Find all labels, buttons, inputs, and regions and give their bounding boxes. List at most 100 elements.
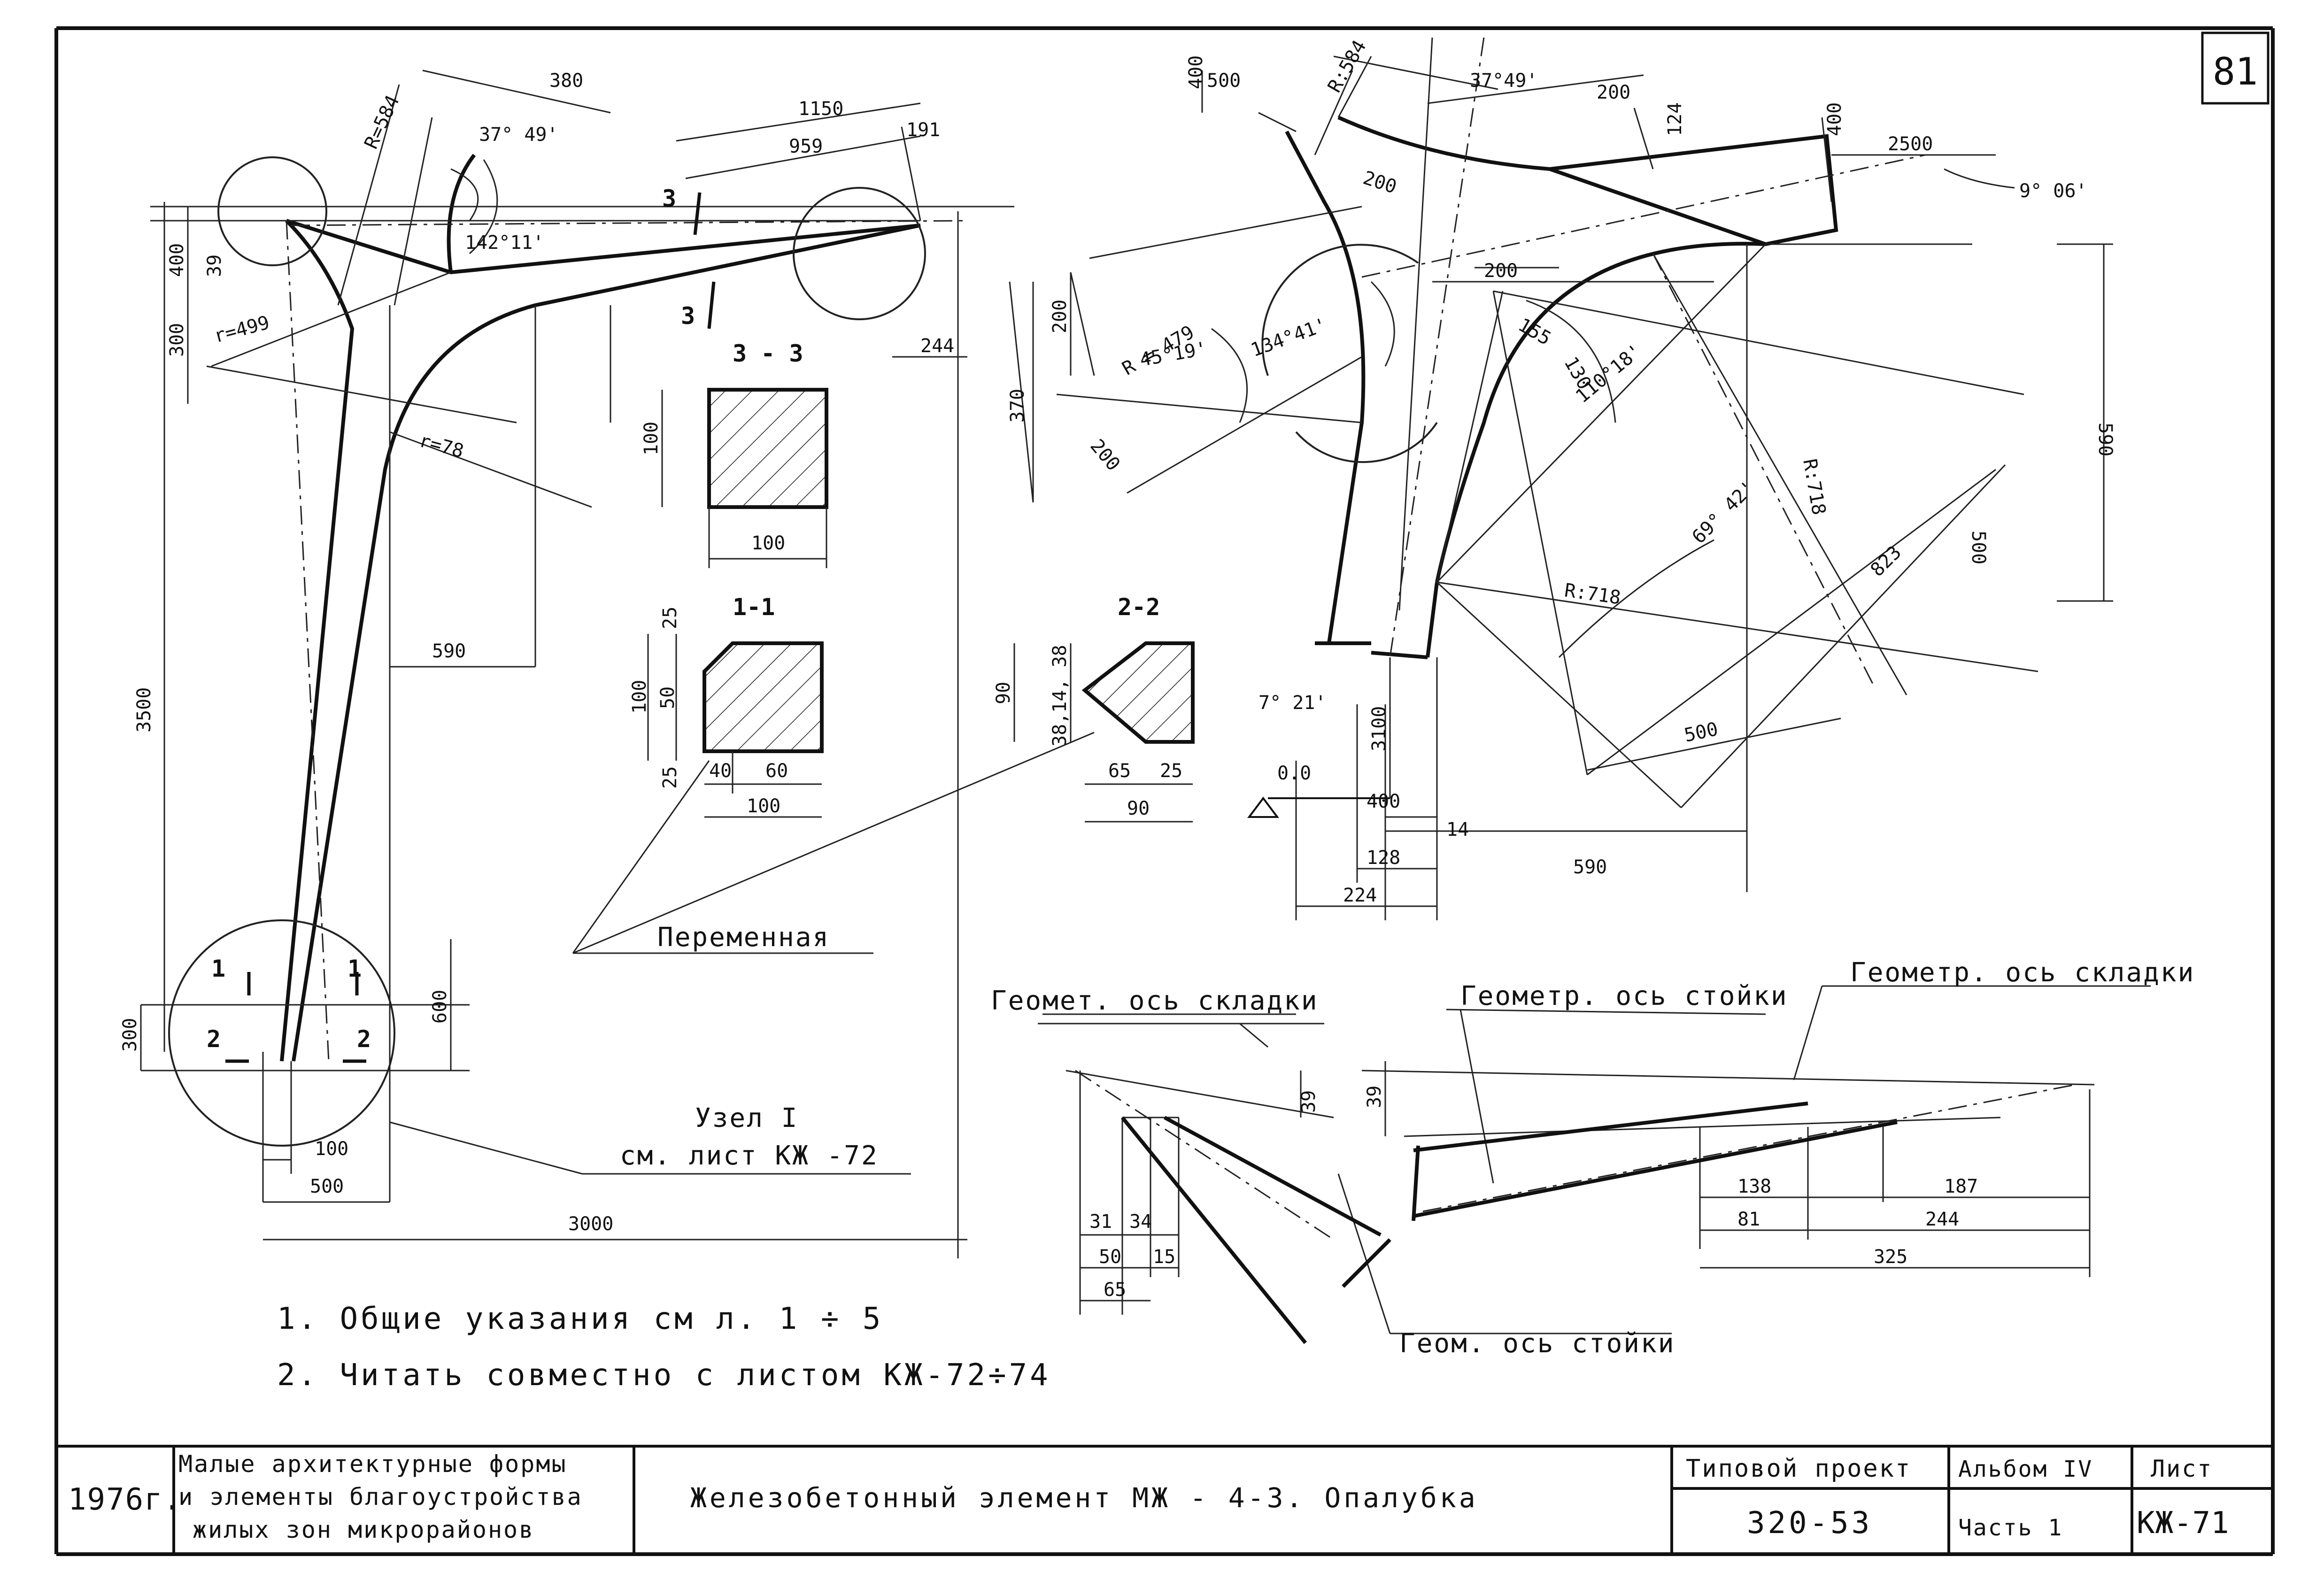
dim-100-left: 100 bbox=[315, 1138, 348, 1160]
dim-224: 224 bbox=[1343, 885, 1377, 906]
dim-590-right-v: 590 bbox=[2094, 423, 2116, 456]
detail-b-dim-81: 81 bbox=[1737, 1209, 1760, 1230]
detail-b-dim-244: 244 bbox=[1925, 1209, 1959, 1230]
title-year: 1976г. bbox=[68, 1482, 182, 1517]
section-1-1-dim-50: 50 bbox=[657, 686, 679, 709]
detail-a-dim-34: 34 bbox=[1129, 1211, 1152, 1233]
dim-400-right-c: 400 bbox=[1367, 791, 1400, 812]
sheet-frame bbox=[54, 26, 2275, 1556]
title-block: 1976г. Малые архитектурные формы и элеме… bbox=[56, 1445, 2273, 1554]
section-3-3-title: 3 - 3 bbox=[733, 340, 803, 367]
section-1-1-dim-40: 40 bbox=[709, 760, 732, 782]
right-dimension-lines bbox=[1032, 55, 2113, 907]
detail-a-dim-50: 50 bbox=[1099, 1246, 1121, 1268]
section-2-2-dims bbox=[1013, 643, 1193, 823]
detail-a-outline bbox=[1120, 1116, 1391, 1344]
detail-a-dim-39: 39 bbox=[1298, 1090, 1320, 1113]
right-outline bbox=[1285, 116, 1838, 659]
cut-mark-3a: 3 bbox=[662, 185, 676, 212]
part-label: Часть 1 bbox=[1958, 1515, 2063, 1541]
angle-69-42: 69° 42' bbox=[1688, 477, 1760, 548]
dim-200-a: 200 bbox=[1360, 167, 1399, 198]
dim-1150: 1150 bbox=[798, 98, 843, 120]
variable-label: Переменная bbox=[657, 922, 830, 953]
dim-124: 124 bbox=[1664, 102, 1686, 136]
title-series-2: и элементы благоустройства bbox=[178, 1483, 583, 1511]
angle-37-49-right: 37°49' bbox=[1470, 70, 1538, 92]
angle-9-06: 9° 06' bbox=[2019, 180, 2087, 202]
radius-718-a: R:718 bbox=[1799, 457, 1830, 517]
note-1: 1. Общие указания см л. 1 ÷ 5 bbox=[277, 1302, 883, 1336]
dim-128: 128 bbox=[1367, 847, 1400, 869]
radius-584-right: R:584 bbox=[1324, 37, 1371, 96]
project-number: 320-53 bbox=[1747, 1506, 1872, 1541]
cut-mark-1b: 1 bbox=[347, 955, 362, 982]
dim-3500: 3500 bbox=[133, 687, 155, 732]
dim-590-left: 590 bbox=[432, 640, 466, 662]
detail-b-post-label: Геометр. ось стойки bbox=[1460, 981, 1788, 1011]
dim-590-right-h: 590 bbox=[1573, 856, 1607, 878]
dim-200-b: 200 bbox=[1484, 260, 1518, 282]
dim-500-right: 500 bbox=[1207, 70, 1241, 92]
title-series-3: жилых зон микрорайонов bbox=[193, 1516, 534, 1543]
dim-39-left: 39 bbox=[204, 254, 225, 277]
drawing-title: Железобетонный элемент МЖ - 4-3. Опалубк… bbox=[690, 1482, 1478, 1514]
detail-a-post-label: Геом. ось стойки bbox=[1399, 1328, 1675, 1359]
section-1-1-dims bbox=[647, 634, 822, 818]
detail-a-fold-label: Геомет. ось складки bbox=[991, 986, 1319, 1016]
cut-mark-1a: 1 bbox=[211, 955, 225, 982]
title-series-1: Малые архитектурные формы bbox=[178, 1450, 567, 1478]
section-1-1-title: 1-1 bbox=[733, 593, 775, 621]
radius-78: r=78 bbox=[417, 430, 466, 462]
dim-200-top: 200 bbox=[1597, 82, 1630, 103]
dim-370: 370 bbox=[1007, 389, 1028, 423]
level-mark bbox=[1247, 796, 1390, 818]
angle-142-11: 142°11' bbox=[465, 232, 544, 254]
detail-a-dim-15: 15 bbox=[1153, 1246, 1175, 1268]
cut-mark-3b: 3 bbox=[681, 302, 695, 330]
angle-7-21: 7° 21' bbox=[1259, 692, 1327, 714]
radius-584-left: R=584 bbox=[360, 92, 404, 153]
section-1-1-dim-25-bottom: 25 bbox=[659, 766, 681, 789]
section-2-2-dim-90: 90 bbox=[993, 682, 1014, 704]
detail-b-outline bbox=[1412, 1102, 1898, 1221]
dim-200-c: 200 bbox=[1049, 300, 1071, 333]
dim-600: 600 bbox=[429, 990, 451, 1024]
sheet-label: Лист bbox=[2151, 1455, 2213, 1482]
section-1-1-dim-25-top: 25 bbox=[659, 607, 681, 629]
dim-300-upper: 300 bbox=[166, 323, 188, 357]
sheet-number: 81 bbox=[2213, 50, 2258, 93]
dim-244: 244 bbox=[920, 335, 954, 357]
note-2: 2. Читать совместно с листом КЖ-72÷74 bbox=[277, 1358, 1051, 1393]
dim-823: 823 bbox=[1867, 541, 1906, 581]
section-3-3-width: 100 bbox=[751, 532, 785, 554]
radius-499: r=499 bbox=[212, 312, 272, 347]
left-section-cuts bbox=[225, 192, 716, 1063]
section-2-2-shape bbox=[1081, 641, 1195, 744]
detail-b-lines bbox=[1361, 985, 2151, 1277]
section-3-3-shape bbox=[707, 388, 828, 509]
detail-a-dim-65: 65 bbox=[1104, 1279, 1126, 1301]
detail-b-dim-39: 39 bbox=[1364, 1086, 1385, 1108]
dim-500-right-v: 500 bbox=[1968, 531, 1989, 564]
detail-b-fold-label: Геометр. ось складки bbox=[1850, 957, 2195, 988]
dim-500-diag: 500 bbox=[1683, 718, 1720, 747]
detail-b-dim-187: 187 bbox=[1944, 1176, 1978, 1197]
left-elevation: 380 37° 49' R=584 1150 959 191 142°11' 4… bbox=[119, 69, 1014, 1258]
section-2-2-dim-25: 25 bbox=[1160, 760, 1182, 782]
section-2-2-dim-65: 65 bbox=[1108, 760, 1131, 782]
detail-a-dim-31: 31 bbox=[1089, 1211, 1112, 1233]
cut-mark-2a: 2 bbox=[207, 1025, 221, 1053]
variable-leaders bbox=[572, 732, 1095, 954]
node-label-2: см. лист КЖ -72 bbox=[620, 1141, 879, 1171]
dim-200-d: 200 bbox=[1086, 435, 1124, 475]
section-1-1-dim-100: 100 bbox=[629, 680, 650, 714]
dim-400-right-b: 400 bbox=[1824, 102, 1845, 136]
section-2-2-dim-90-bottom: 90 bbox=[1127, 798, 1150, 819]
dim-500-left: 500 bbox=[310, 1176, 344, 1197]
notes: 1. Общие указания см л. 1 ÷ 5 2. Читать … bbox=[277, 1302, 1051, 1393]
dim-959: 959 bbox=[789, 136, 823, 157]
right-elevation: 400 500 R:584 37°49' 200 124 400 2500 9°… bbox=[1007, 37, 2116, 920]
dim-400-left: 400 bbox=[166, 243, 188, 277]
